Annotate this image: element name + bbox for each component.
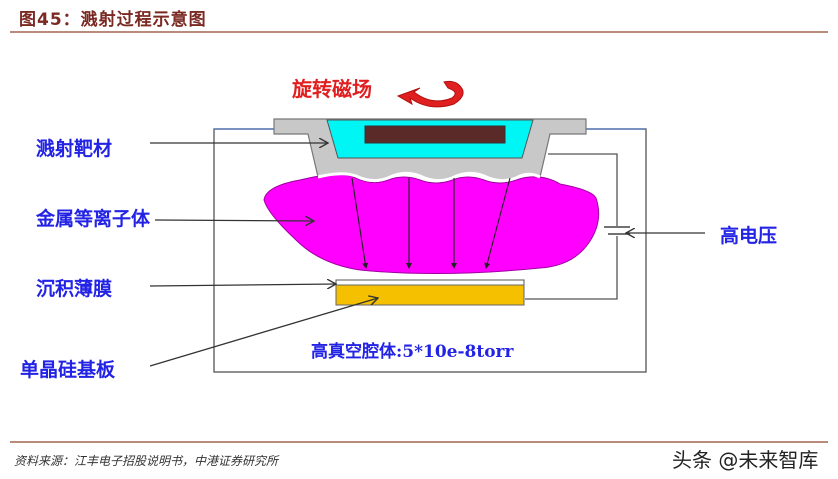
source-note: 资料来源：江丰电子招股说明书，中港证券研究所	[14, 454, 279, 468]
footer-divider	[10, 441, 828, 443]
pointer-metal-plasma	[154, 220, 314, 221]
label-silicon-substrate: 单晶硅基板	[20, 358, 116, 381]
deposited-film	[335, 279, 525, 286]
label-deposited-film: 沉积薄膜	[36, 277, 112, 300]
magnet-bar	[364, 125, 506, 144]
watermark: 头条 @未来智库	[672, 448, 819, 472]
title-divider	[10, 31, 828, 33]
pointer-silicon-substrate	[149, 298, 378, 367]
plasma-cloud	[263, 174, 600, 275]
ion-arrow	[484, 177, 511, 269]
ion-arrow	[351, 177, 369, 269]
label-metal-plasma: 金属等离子体	[35, 207, 151, 230]
figure-title: 图45：溅射过程示意图	[19, 10, 207, 30]
pointer-deposited-film	[149, 284, 336, 286]
label-rotating-magnetic-field: 旋转磁场	[291, 77, 372, 101]
silicon-substrate	[335, 284, 525, 306]
high-voltage-circuit	[548, 153, 618, 226]
label-high-voltage: 高电压	[720, 224, 777, 247]
label-sputtering-target: 溅射靶材	[36, 137, 112, 160]
rotation-arrow-icon	[396, 80, 464, 108]
label-vacuum-chamber: 高真空腔体:5*10e-8torr	[311, 341, 514, 362]
